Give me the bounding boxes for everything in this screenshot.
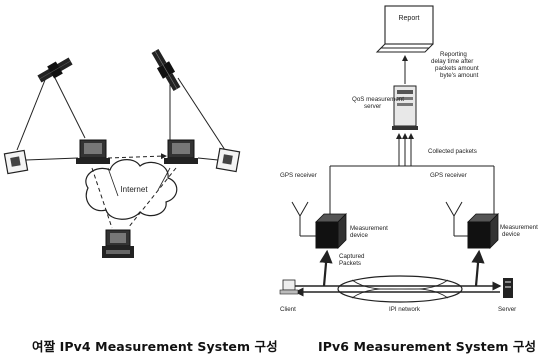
report-note-line-4: byte's amount	[440, 72, 479, 79]
link-gps-host-right	[198, 158, 218, 160]
gps-box-right-icon	[216, 148, 239, 171]
ipv6-diagram: Report Reporting delay time after packet…	[280, 6, 538, 313]
report-note-line-3: packets amount	[435, 65, 479, 72]
qos-server-icon	[392, 86, 418, 130]
client-label: Client	[280, 306, 296, 313]
satellite-right-icon	[149, 47, 183, 92]
captured-label-line-2: Packets	[339, 260, 361, 267]
gps-antenna-right-icon	[446, 202, 462, 236]
host-bottom-icon	[102, 230, 134, 258]
ipv4-diagram: Internet	[4, 47, 239, 258]
link-gps-host-left	[26, 158, 78, 160]
device-left-label-line-1: Measurement	[350, 225, 388, 232]
report-note-line-1: Reporting	[440, 51, 467, 58]
qos-server-label-line-2: server	[364, 103, 381, 110]
dashed-link-top	[108, 156, 166, 158]
gps-antenna-left-icon	[292, 202, 308, 236]
device-left-label-line-2: device	[350, 232, 368, 239]
sat-link-right-2	[178, 78, 225, 150]
host-left-icon	[76, 140, 110, 164]
measurement-device-left-icon	[316, 214, 346, 248]
captured-label-line-1: Captured	[339, 253, 365, 260]
device-right-label-line-2: device	[502, 231, 520, 238]
server-label: Server	[498, 306, 516, 313]
sat-link-left-2	[55, 78, 85, 138]
host-right-icon	[164, 140, 198, 164]
network-curve-2	[352, 280, 448, 298]
client-icon	[280, 280, 298, 294]
report-document-icon	[377, 6, 433, 52]
ipv6-caption: IPv6 Measurement System 구성 예제	[318, 336, 541, 355]
qos-server-label-line-1: QoS measurement	[352, 96, 404, 103]
gps-right-label: GPS receiver	[430, 172, 467, 179]
report-note-line-2: delay time after	[431, 58, 473, 65]
arrow-capture-right	[476, 252, 479, 286]
ipv4-caption: 여짤 IPv4 Measurement System 구성	[32, 336, 278, 355]
report-label: Report	[398, 15, 419, 22]
measurement-device-right-icon	[468, 214, 498, 248]
server-icon	[503, 278, 513, 298]
sat-link-left	[17, 80, 45, 150]
satellite-left-icon	[36, 55, 74, 85]
device-right-label-line-1: Measurement	[500, 224, 538, 231]
gps-left-label: GPS receiver	[280, 172, 317, 179]
gps-box-left-icon	[4, 150, 27, 173]
arrow-capture-left	[324, 252, 327, 286]
network-label: IPI network	[389, 306, 421, 313]
collected-packets-label: Collected packets	[428, 148, 477, 155]
internet-label: Internet	[120, 185, 148, 194]
